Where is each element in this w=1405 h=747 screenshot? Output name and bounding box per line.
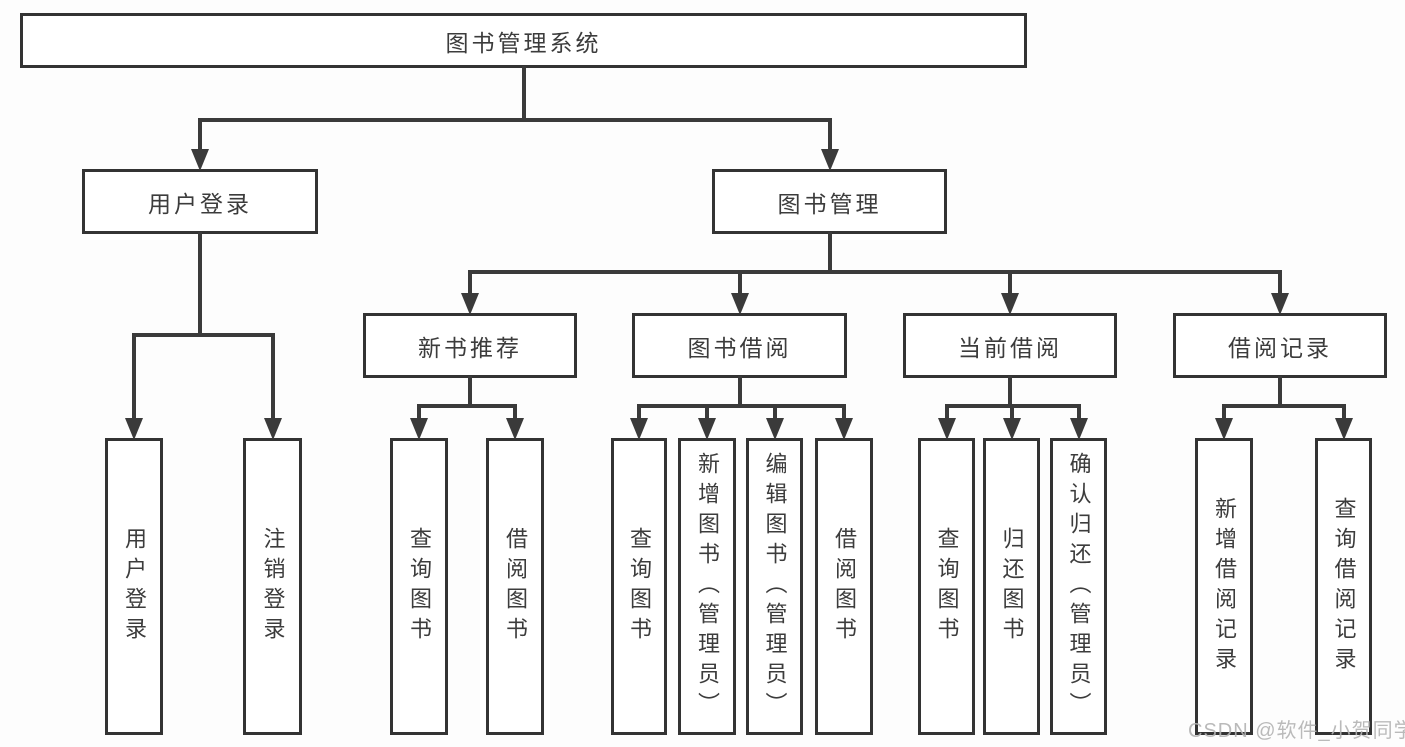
connector-shaft-v-user-login — [132, 333, 136, 420]
node-label-root: 图书管理系统 — [445, 29, 602, 56]
node-user-login: 用户登录 — [82, 169, 318, 234]
node-label-v-borrow2: 借阅图书 — [832, 526, 857, 647]
node-label-v-query1: 查询图书 — [407, 526, 432, 647]
arrow-down-icon-v-logout — [263, 418, 282, 440]
node-label-v-borrow1: 借阅图书 — [503, 526, 528, 647]
arrow-down-icon-borrow-record — [1271, 293, 1289, 315]
connector-shaft-v-borrow1 — [513, 404, 517, 420]
node-v-add-rec: 新增借阅记录 — [1195, 438, 1253, 735]
node-v-add-book: 新增图书（管理员） — [678, 438, 736, 735]
connector-bar-book-mgmt — [468, 270, 1282, 274]
node-label-v-confirm: 确认归还（管理员） — [1066, 451, 1092, 722]
connector-stem-book-borrow — [737, 376, 742, 408]
arrow-down-icon-v-query2 — [630, 418, 648, 440]
connector-shaft-v-confirm — [1076, 404, 1081, 420]
node-label-user-login: 用户登录 — [148, 190, 252, 217]
node-v-query2: 查询图书 — [611, 438, 667, 735]
node-label-new-book-rec: 新书推荐 — [418, 334, 522, 361]
connector-shaft-v-borrow2 — [842, 404, 846, 420]
arrow-down-icon-v-confirm — [1069, 418, 1088, 440]
arrow-down-icon-cur-borrow — [1001, 293, 1019, 315]
node-label-v-query3: 查询图书 — [934, 526, 960, 647]
node-new-book-rec: 新书推荐 — [363, 313, 577, 378]
connector-shaft-v-return — [1009, 404, 1014, 420]
connector-shaft-v-query3 — [944, 404, 949, 420]
connector-shaft-v-edit-book — [772, 404, 777, 420]
connector-shaft-cur-borrow — [1008, 270, 1012, 295]
connector-bar-borrow-record — [1222, 404, 1346, 408]
node-root: 图书管理系统 — [20, 13, 1027, 68]
connector-stem-borrow-record — [1278, 376, 1282, 408]
node-v-edit-book: 编辑图书（管理员） — [746, 438, 803, 735]
arrow-down-icon-v-query1 — [410, 418, 428, 440]
connector-stem-book-mgmt — [827, 232, 832, 274]
node-label-borrow-record: 借阅记录 — [1228, 334, 1332, 361]
connector-shaft-new-book-rec — [468, 270, 472, 295]
node-v-query3: 查询图书 — [918, 438, 975, 735]
connector-stem-cur-borrow — [1008, 376, 1012, 408]
connector-shaft-v-query2 — [637, 404, 641, 420]
connector-shaft-v-logout — [270, 333, 275, 420]
node-book-borrow: 图书借阅 — [632, 313, 847, 378]
connector-shaft-v-query1 — [417, 404, 421, 420]
node-label-v-add-rec: 新增借阅记录 — [1212, 496, 1237, 677]
connector-bar-root — [198, 118, 832, 122]
csdn-watermark: CSDN @软件_小贺同学 — [1188, 720, 1405, 742]
node-book-mgmt: 图书管理 — [712, 169, 947, 234]
arrow-down-icon-book-borrow — [730, 293, 749, 315]
node-v-return: 归还图书 — [983, 438, 1040, 735]
arrow-down-icon-user-login — [191, 149, 209, 171]
connector-shaft-v-query-rec — [1341, 404, 1346, 420]
node-label-v-add-book: 新增图书（管理员） — [695, 451, 720, 722]
arrow-down-icon-book-mgmt — [820, 149, 839, 171]
connector-shaft-borrow-record — [1278, 270, 1282, 295]
node-v-user-login: 用户登录 — [105, 438, 163, 735]
node-label-v-logout: 注销登录 — [260, 526, 286, 647]
connector-stem-root — [521, 66, 526, 122]
node-v-query1: 查询图书 — [390, 438, 448, 735]
node-v-logout: 注销登录 — [243, 438, 302, 735]
arrow-down-icon-v-add-book — [698, 418, 716, 440]
node-label-v-edit-book: 编辑图书（管理员） — [762, 451, 788, 722]
arrow-down-icon-v-edit-book — [765, 418, 784, 440]
arrow-down-icon-v-return — [1002, 418, 1021, 440]
arrow-down-icon-new-book-rec — [461, 293, 479, 315]
connector-bar-book-borrow — [637, 404, 846, 408]
connector-bar-user-login — [132, 333, 275, 337]
node-label-v-query2: 查询图书 — [627, 526, 652, 647]
connector-bar-new-book-rec — [417, 404, 517, 408]
node-label-v-query-rec: 查询借阅记录 — [1331, 496, 1357, 677]
connector-shaft-user-login — [198, 118, 202, 151]
arrow-down-icon-v-query3 — [937, 418, 956, 440]
node-v-borrow1: 借阅图书 — [486, 438, 544, 735]
connector-shaft-book-borrow — [737, 270, 742, 295]
arrow-down-icon-v-query-rec — [1334, 418, 1353, 440]
node-label-book-borrow: 图书借阅 — [687, 334, 792, 361]
node-v-borrow2: 借阅图书 — [815, 438, 873, 735]
arrow-down-icon-v-borrow2 — [835, 418, 853, 440]
arrow-down-icon-v-user-login — [125, 418, 143, 440]
connector-shaft-book-mgmt — [827, 118, 832, 151]
node-label-cur-borrow: 当前借阅 — [958, 334, 1062, 361]
connector-shaft-v-add-book — [705, 404, 709, 420]
node-label-v-return: 归还图书 — [999, 526, 1025, 647]
node-borrow-record: 借阅记录 — [1173, 313, 1387, 378]
node-cur-borrow: 当前借阅 — [903, 313, 1117, 378]
node-v-query-rec: 查询借阅记录 — [1315, 438, 1372, 735]
arrow-down-icon-v-add-rec — [1215, 418, 1233, 440]
connector-stem-user-login — [198, 232, 202, 337]
connector-shaft-v-add-rec — [1222, 404, 1226, 420]
arrow-down-icon-v-borrow1 — [506, 418, 524, 440]
node-v-confirm: 确认归还（管理员） — [1050, 438, 1107, 735]
node-label-book-mgmt: 图书管理 — [777, 190, 882, 217]
connector-stem-new-book-rec — [468, 376, 472, 408]
node-label-v-user-login: 用户登录 — [122, 526, 147, 647]
